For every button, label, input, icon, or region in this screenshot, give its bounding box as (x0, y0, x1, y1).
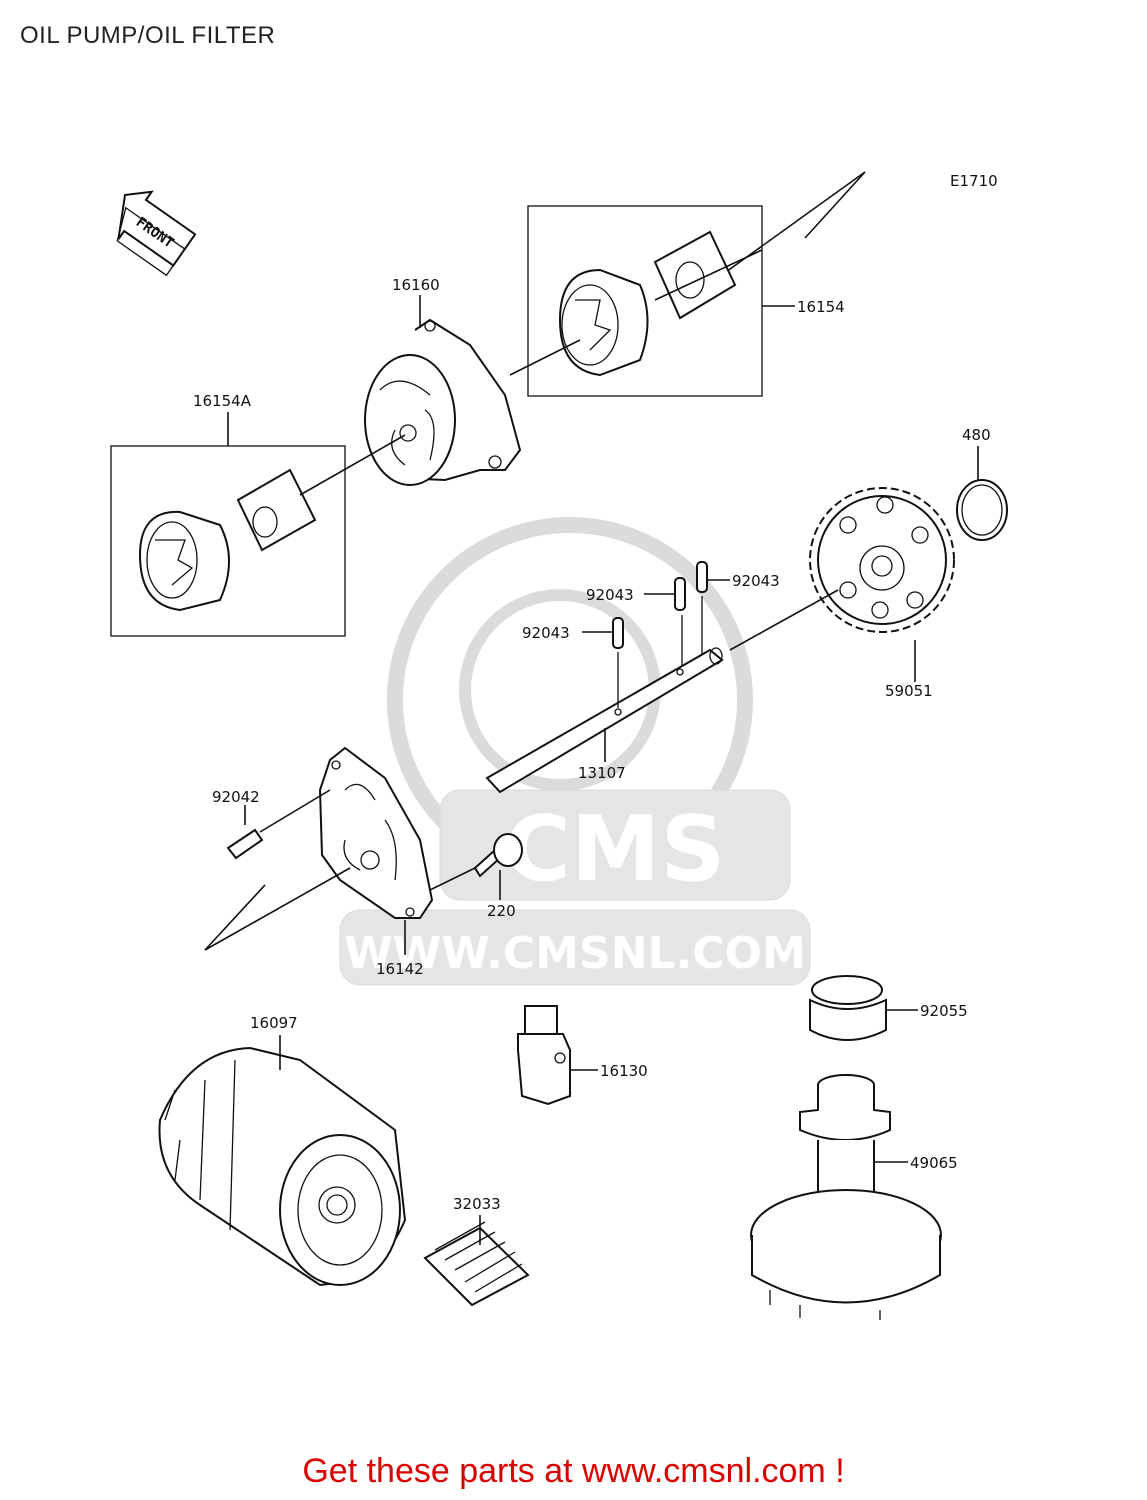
outer-rotor-16154A (138, 510, 230, 612)
part-label-16154A: 16154A (193, 392, 252, 410)
spring-32033 (423, 1221, 530, 1307)
part-label-32033: 32033 (453, 1195, 501, 1213)
pin-92043-c (612, 617, 624, 649)
pin-92043-a (674, 577, 686, 611)
part-label-59051: 59051 (885, 682, 933, 700)
pin-92043-b (696, 561, 708, 593)
part-label-92043-a: 92043 (586, 586, 634, 604)
diagram-code: E1710 (950, 172, 998, 190)
inner-rotor-16154 (653, 230, 737, 320)
part-label-16142: 16142 (376, 960, 424, 978)
watermark-brand: CMS (505, 797, 725, 902)
filter-wrench-49065 (750, 1074, 942, 1320)
part-label-92042: 92042 (212, 788, 260, 806)
outer-rotor-16154 (558, 268, 649, 377)
cta-link-text[interactable]: Get these parts at www.cmsnl.com ! (302, 1452, 845, 1490)
plug-92055 (809, 975, 887, 1041)
part-label-16154: 16154 (797, 298, 845, 316)
bolt-220 (473, 833, 523, 878)
part-label-480: 480 (962, 426, 991, 444)
exploded-parts-diagram: CMS WWW.CMSNL.COM E1710 FRONT 16154 1616… (110, 171, 1008, 1320)
watermark-url: WWW.CMSNL.COM (344, 928, 806, 979)
circlip-480 (956, 479, 1008, 541)
shaft-13107 (485, 647, 724, 794)
dowel-pin-92042 (226, 828, 264, 860)
part-label-220: 220 (487, 902, 516, 920)
inner-rotor-16154A (236, 468, 317, 552)
part-label-13107: 13107 (578, 764, 626, 782)
part-label-16160: 16160 (392, 276, 440, 294)
oil-fitting-16130 (517, 1005, 571, 1106)
part-label-49065: 49065 (910, 1154, 958, 1172)
cms-watermark: CMS WWW.CMSNL.COM (339, 517, 811, 986)
page-title: OIL PUMP/OIL FILTER (20, 22, 276, 49)
oil-filter-16097 (158, 1046, 407, 1287)
part-label-92055: 92055 (920, 1002, 968, 1020)
front-arrow-icon: FRONT (116, 190, 197, 277)
part-label-16097: 16097 (250, 1014, 298, 1032)
pump-body-16160 (364, 318, 522, 486)
part-label-92043-b: 92043 (732, 572, 780, 590)
rotor-set-box-16154 (527, 205, 763, 397)
part-label-92043-c: 92043 (522, 624, 570, 642)
pump-cover-16142 (318, 746, 434, 919)
part-label-16130: 16130 (600, 1062, 648, 1080)
gear-59051 (809, 487, 955, 633)
